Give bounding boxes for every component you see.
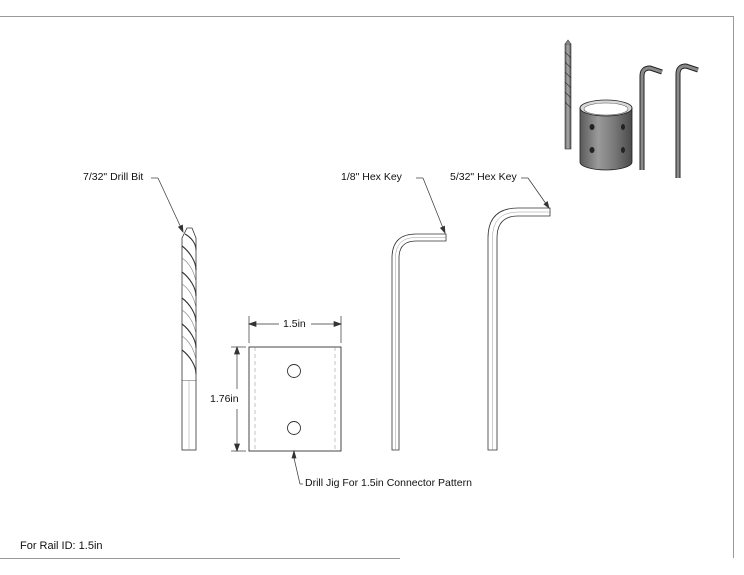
rail-id-note: For Rail ID: 1.5in (20, 540, 103, 552)
iso-preview (564, 39, 699, 178)
iso-hex-key-1 (639, 65, 663, 170)
drill-bit-drawing (181, 227, 197, 451)
width-dimension-label: 1.5in (283, 318, 306, 330)
hex-key-small-callout: 1/8" Hex Key (341, 171, 402, 183)
iso-hex-key-2 (675, 63, 699, 178)
hex-key-small-drawing (391, 233, 447, 451)
drill-bit-callout: 7/32" Drill Bit (83, 171, 144, 183)
jig-drawing (248, 346, 342, 452)
height-dimension-label: 1.76in (210, 393, 239, 405)
sheet-frame (0, 16, 734, 559)
width-dimension (247, 316, 343, 343)
iso-drill-bit (564, 39, 572, 150)
iso-jig-cylinder (579, 99, 633, 171)
hex-key-large-callout: 5/32" Hex Key (450, 171, 517, 183)
hex-key-large-drawing (487, 207, 551, 451)
jig-hole-bottom (287, 421, 301, 435)
leader-lines (151, 177, 550, 485)
jig-hole-top (287, 364, 301, 378)
height-dimension (231, 345, 246, 453)
jig-callout: Drill Jig For 1.5in Connector Pattern (305, 477, 472, 489)
